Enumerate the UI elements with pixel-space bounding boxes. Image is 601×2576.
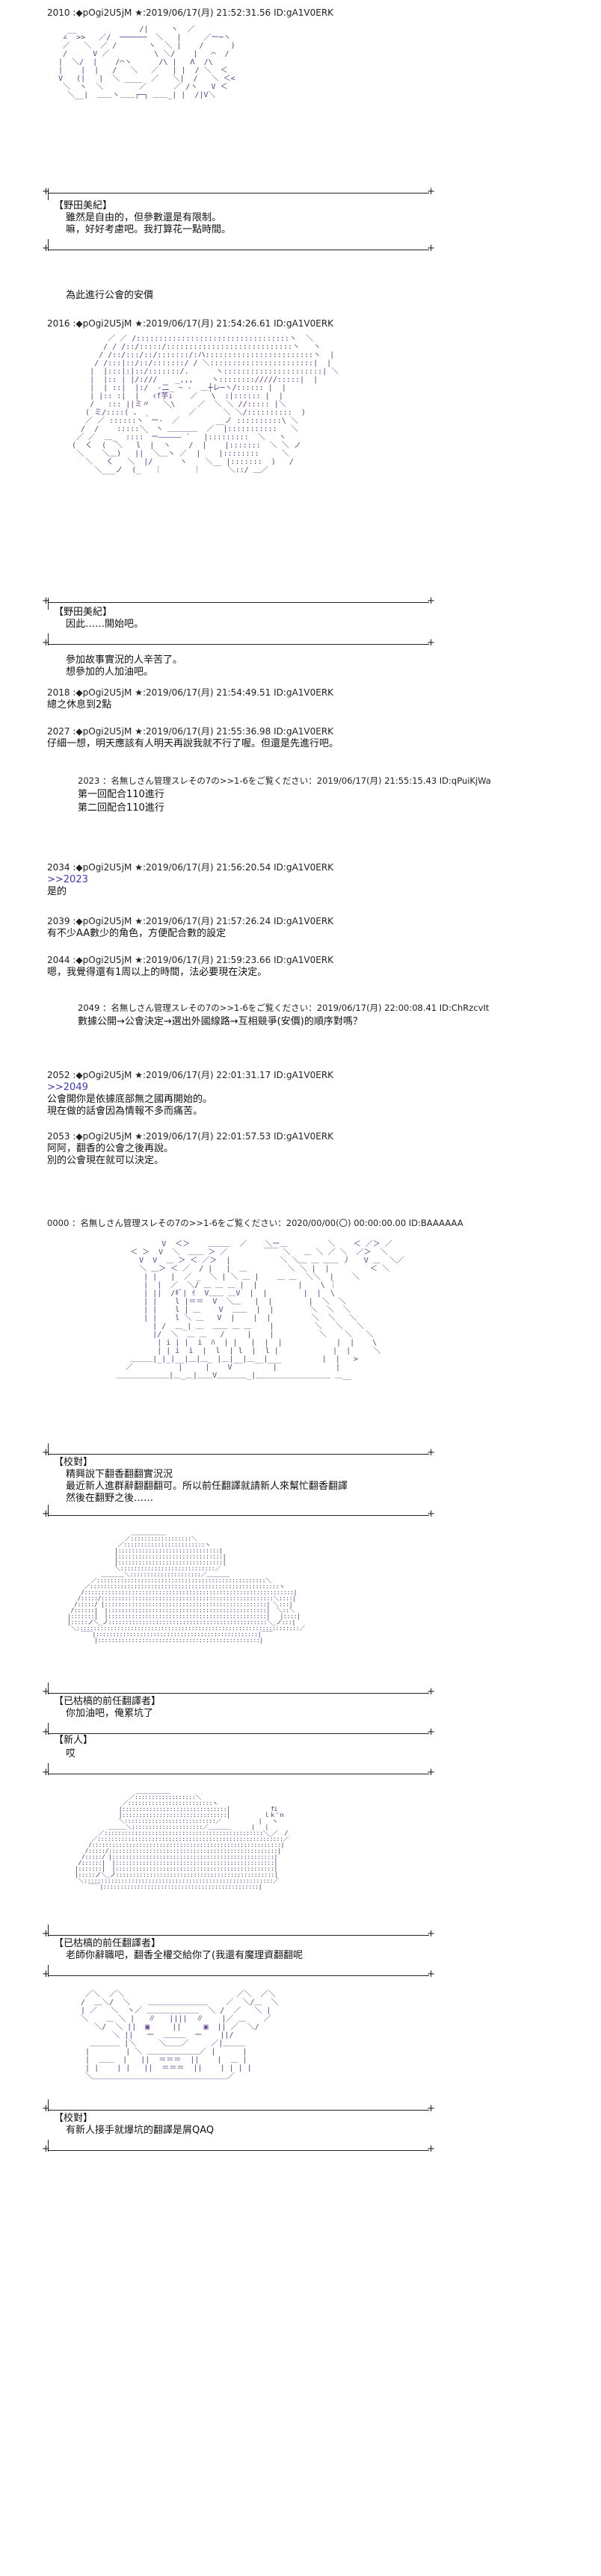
dialogue-line: 最近新人進群辭翻翻翻可。所以前任翻譯就請新人來幫忙翻香翻譯	[66, 1481, 348, 1492]
speaker-label: 【校對】	[54, 2113, 93, 2124]
divider-rule	[42, 1727, 435, 1738]
ascii-art-bunny-girl: __ /| ヽ ／ ∠ >> ／/ ────── ＼ | ／ー─ヽ ／ ＼ ／ …	[58, 25, 235, 99]
speaker-label: 【已枯槁的前任翻譯者】	[54, 1696, 161, 1707]
post-header: 2039 :◆pOgi2U5jM ★:2019/06/17(月) 21:57:2…	[47, 916, 334, 926]
dialogue-line: 老師你辭職吧，翻香全權交給你了(我還有魔理資翻翻呢	[66, 1950, 303, 1961]
quoted-post-body: 第一回配合110進行	[78, 789, 164, 800]
post-header: 2018 :◆pOgi2U5jM ★:2019/06/17(月) 21:54:4…	[47, 687, 334, 698]
quoted-post-body: 第二回配合110進行	[78, 802, 164, 814]
divider-rule	[42, 1928, 435, 1939]
speaker-label: 【野田美紀】	[54, 607, 113, 618]
post-body: 仔細一想，明天應該有人明天再說我就不行了喔。但還是先進行吧。	[47, 738, 339, 749]
reply-anchor-link[interactable]: >>2023	[47, 874, 88, 885]
speaker-label: 【新人】	[54, 1735, 93, 1746]
post-header: 2016 :◆pOgi2U5jM ★:2019/06/17(月) 21:54:2…	[47, 318, 334, 329]
post-header: 2027 :◆pOgi2U5jM ★:2019/06/17(月) 21:55:3…	[47, 726, 334, 737]
speaker-label: 【已枯槁的前任翻譯者】	[54, 1938, 161, 1949]
divider-rule	[42, 1686, 435, 1697]
quoted-post-body: 數據公開→公會決定→選出外國線路→互相競爭(安價)的順序對嗎？	[78, 1016, 363, 1027]
post-header: 2052 :◆pOgi2U5jM ★:2019/06/17(月) 22:01:3…	[47, 1070, 334, 1080]
post-body: 現在做的話會因為情報不多而痛苦。	[47, 1106, 203, 1117]
post-header: 2010 :◆pOgi2U5jM ★:2019/06/17(月) 21:52:3…	[47, 7, 334, 18]
post-body: 有不少AA數少的角色，方便配合數的設定	[47, 928, 226, 939]
dialogue-line: 參加故事實況的人辛苦了。	[66, 654, 183, 666]
divider-rule	[42, 1969, 435, 1980]
divider-rule	[42, 637, 435, 648]
dialogue-line: 你加油吧，俺累坑了	[66, 1708, 154, 1719]
divider-rule	[42, 1508, 435, 1520]
post-body: 嗯，我覺得還有1周以上的時間，法必要現在決定。	[47, 967, 268, 978]
dialogue-line: 因此……開始吧。	[66, 619, 144, 630]
quoted-post-header: 2049 ：名無しさん管理スレその7の>>1-6をご覧ください：2019/06/…	[78, 1003, 490, 1013]
divider-rule	[42, 1447, 435, 1458]
reply-anchor-link[interactable]: >>2049	[47, 1082, 88, 1093]
ascii-art-girl-smiling: ／ ／ /::::::::::::::::::::::::::::::::::ヽ…	[72, 335, 339, 474]
section-note: 為此進行公會的安價	[66, 290, 154, 301]
speaker-label: 【校對】	[54, 1457, 93, 1468]
post-header: 2044 :◆pOgi2U5jM ★:2019/06/17(月) 21:59:2…	[47, 955, 334, 965]
quoted-post-header: 2023 ：名無しさん管理スレその7の>>1-6をご覧ください：2019/06/…	[78, 775, 491, 786]
post-body: 總之休息到2點	[47, 699, 112, 710]
dialogue-line: 哎	[66, 1748, 76, 1759]
ascii-art-former-translator: ＿＿＿＿＿＿ ／::::::::::::::::::＼ ／:::::::::::…	[67, 1529, 305, 1644]
dialogue-line: 有新人接手就爆坑的翻譯是屑QAQ	[66, 2125, 215, 2136]
dialogue-line: 嘛，好好考慮吧。我打算花一點時間。	[66, 224, 232, 235]
dialogue-line: 雖然是自由的，但參數還是有限制。	[66, 212, 222, 223]
post-body: 是的	[47, 886, 67, 897]
ascii-art-balcony-scene: V ＜＞ ＿＿＿ ／ ＼ー＿ ＼ ＜ ／＞ ／ ＜ ＞ V ＼ ＿＿ ＞ ／ ￣…	[117, 1240, 404, 1380]
post-header: 2053 :◆pOgi2U5jM ★:2019/06/17(月) 22:01:5…	[47, 1131, 334, 1142]
post-body: 公會開你是依據底部無之國再開始的。	[47, 1094, 213, 1105]
dialogue-line: 想參加的人加油吧。	[66, 666, 154, 678]
ascii-art-thumbs-up-translator: ＿＿＿＿＿＿ ／::::::::::::::::::＼ ／:::::::::::…	[75, 1788, 289, 1890]
divider-rule	[42, 595, 435, 607]
post-header: 2034 :◆pOgi2U5jM ★:2019/06/17(月) 21:56:2…	[47, 862, 334, 873]
dialogue-line: 精興說下翻香翻翻實況況	[66, 1469, 173, 1480]
post-body: 阿阿，翻香的公會之後再說。	[47, 1143, 174, 1154]
post-header: 0000 ：名無しさん管理スレその7の>>1-6をご覧ください：2020/00/…	[47, 1218, 463, 1228]
ascii-art-creature: ／＼ ／＼ ／＼ ／＼ / ＿＼/ ＼ ＿＿＿＿＿＿＿＿ ／ ＼/＿ ＼ | ／…	[81, 1990, 279, 2081]
divider-rule	[42, 2143, 435, 2155]
speaker-label: 【野田美紀】	[54, 200, 113, 211]
post-body: 別的公會現在就可以決定。	[47, 1155, 164, 1166]
dialogue-line: 然後在翻野之後……	[66, 1493, 154, 1504]
divider-rule	[42, 2103, 435, 2114]
